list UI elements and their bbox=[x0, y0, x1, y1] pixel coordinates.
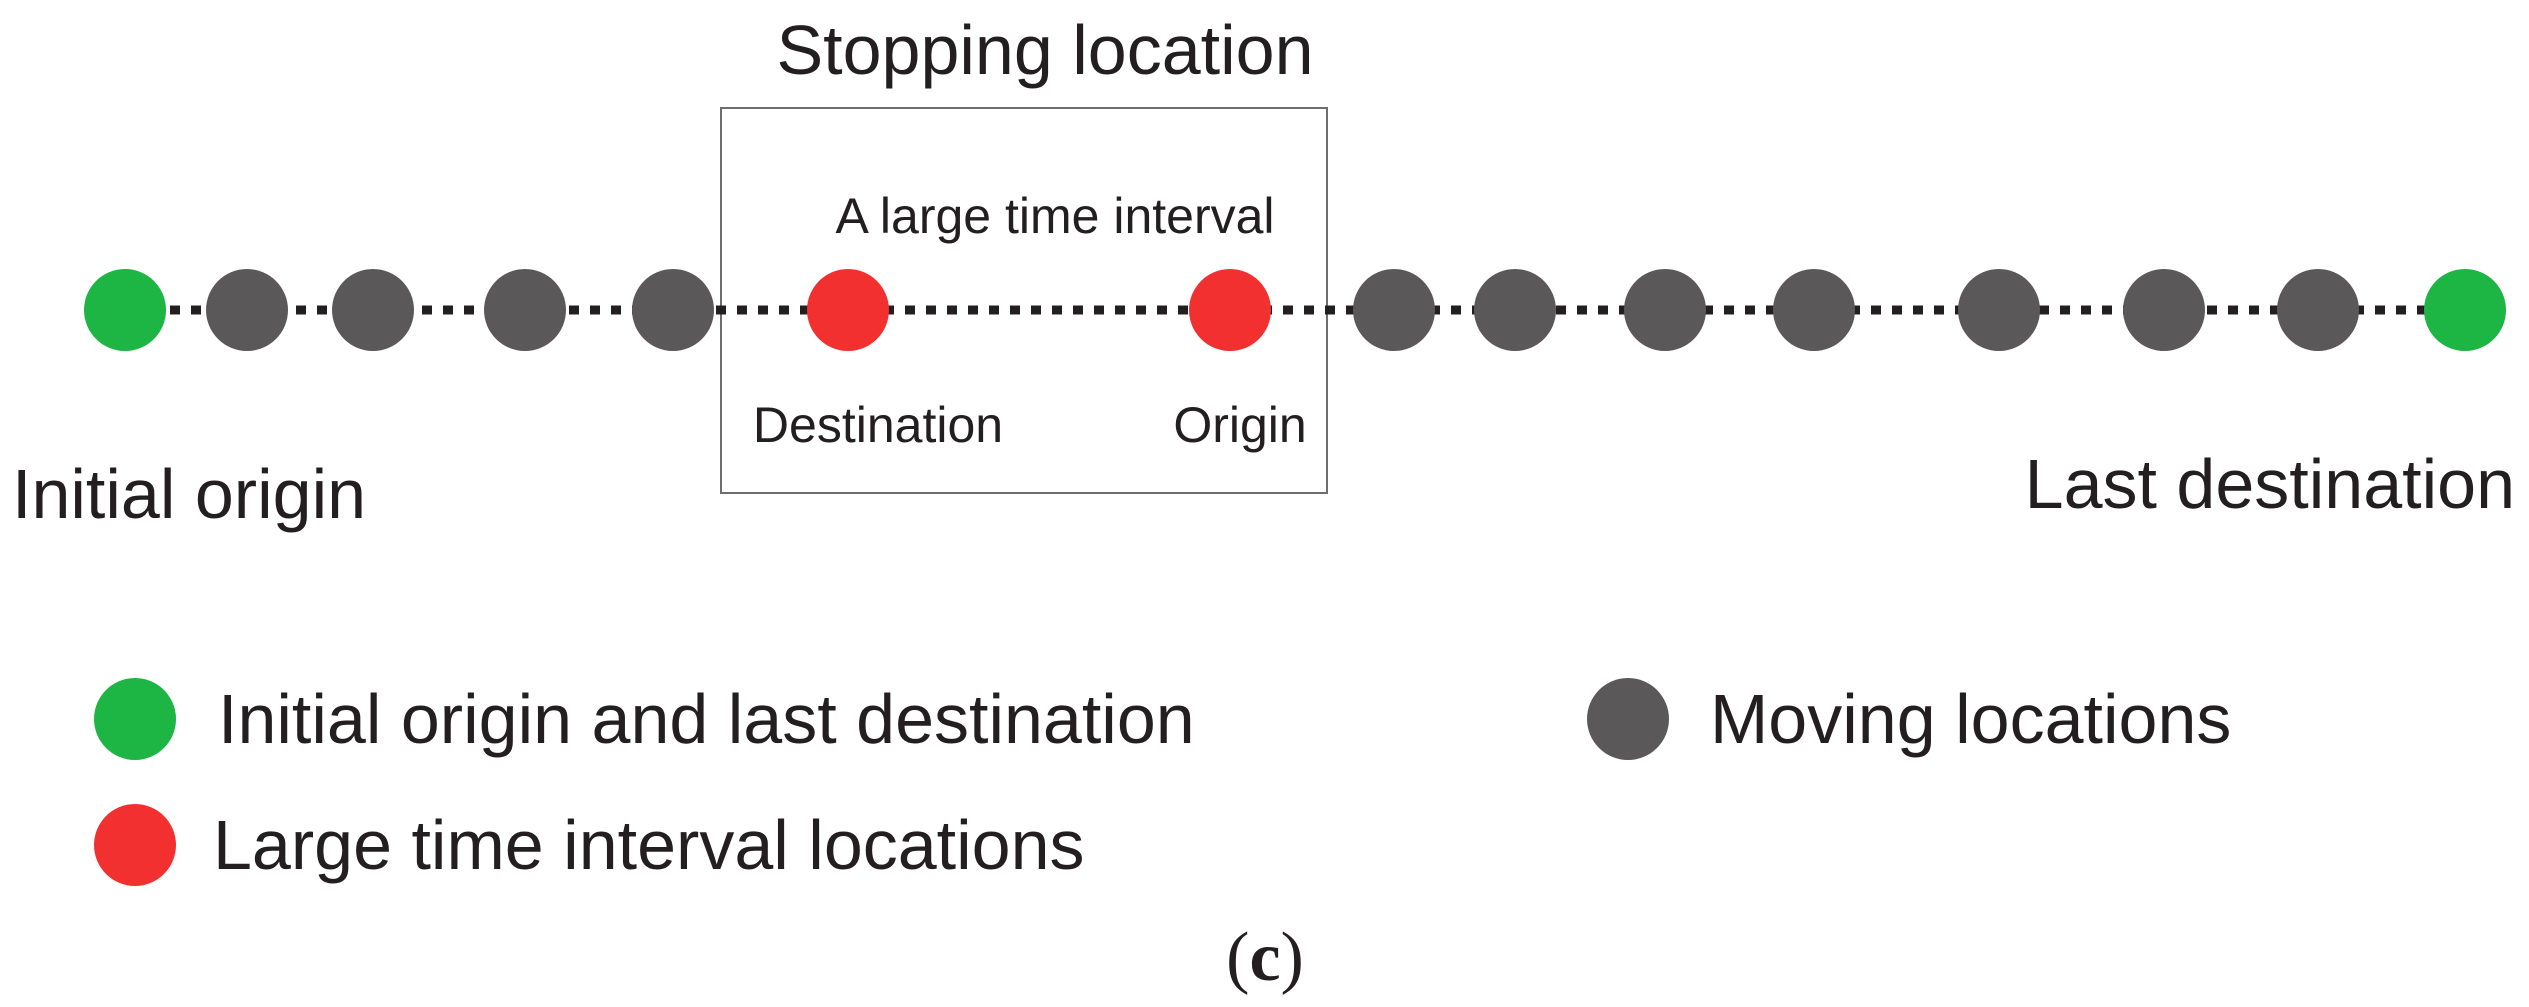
legend-interval-label: Large time interval locations bbox=[213, 806, 1085, 884]
moving-location-node bbox=[2123, 269, 2205, 351]
moving-location-node bbox=[2277, 269, 2359, 351]
legend-moving-swatch bbox=[1587, 678, 1669, 760]
initial-origin-label: Initial origin bbox=[12, 455, 366, 533]
legend-moving-label: Moving locations bbox=[1710, 680, 2231, 758]
moving-location-node bbox=[206, 269, 288, 351]
moving-location-node bbox=[332, 269, 414, 351]
moving-location-node bbox=[1624, 269, 1706, 351]
figure-caption: (c) bbox=[1226, 919, 1304, 996]
large-time-interval-label: A large time interval bbox=[835, 188, 1274, 244]
destination-label: Destination bbox=[753, 397, 1003, 453]
interval-location-node bbox=[1189, 269, 1271, 351]
legend-interval-swatch bbox=[94, 804, 176, 886]
moving-location-node bbox=[632, 269, 714, 351]
moving-location-node bbox=[1958, 269, 2040, 351]
legend-endpoint-swatch bbox=[94, 678, 176, 760]
origin-label: Origin bbox=[1173, 397, 1306, 453]
moving-location-node bbox=[1474, 269, 1556, 351]
endpoint-location-node bbox=[2424, 269, 2506, 351]
legend: Initial origin and last destination Movi… bbox=[94, 678, 2231, 886]
legend-endpoint-label: Initial origin and last destination bbox=[218, 680, 1195, 758]
caption-letter: c bbox=[1249, 919, 1280, 996]
endpoint-location-node bbox=[84, 269, 166, 351]
moving-location-node bbox=[1773, 269, 1855, 351]
trajectory-nodes bbox=[84, 269, 2506, 351]
stopping-location-box bbox=[720, 107, 1328, 494]
moving-location-node bbox=[1353, 269, 1435, 351]
caption-open-paren: ( bbox=[1226, 919, 1249, 996]
last-destination-label: Last destination bbox=[2025, 445, 2515, 523]
moving-location-node bbox=[484, 269, 566, 351]
stopping-location-title: Stopping location bbox=[776, 11, 1313, 89]
caption-close-paren: ) bbox=[1281, 919, 1304, 996]
interval-location-node bbox=[807, 269, 889, 351]
